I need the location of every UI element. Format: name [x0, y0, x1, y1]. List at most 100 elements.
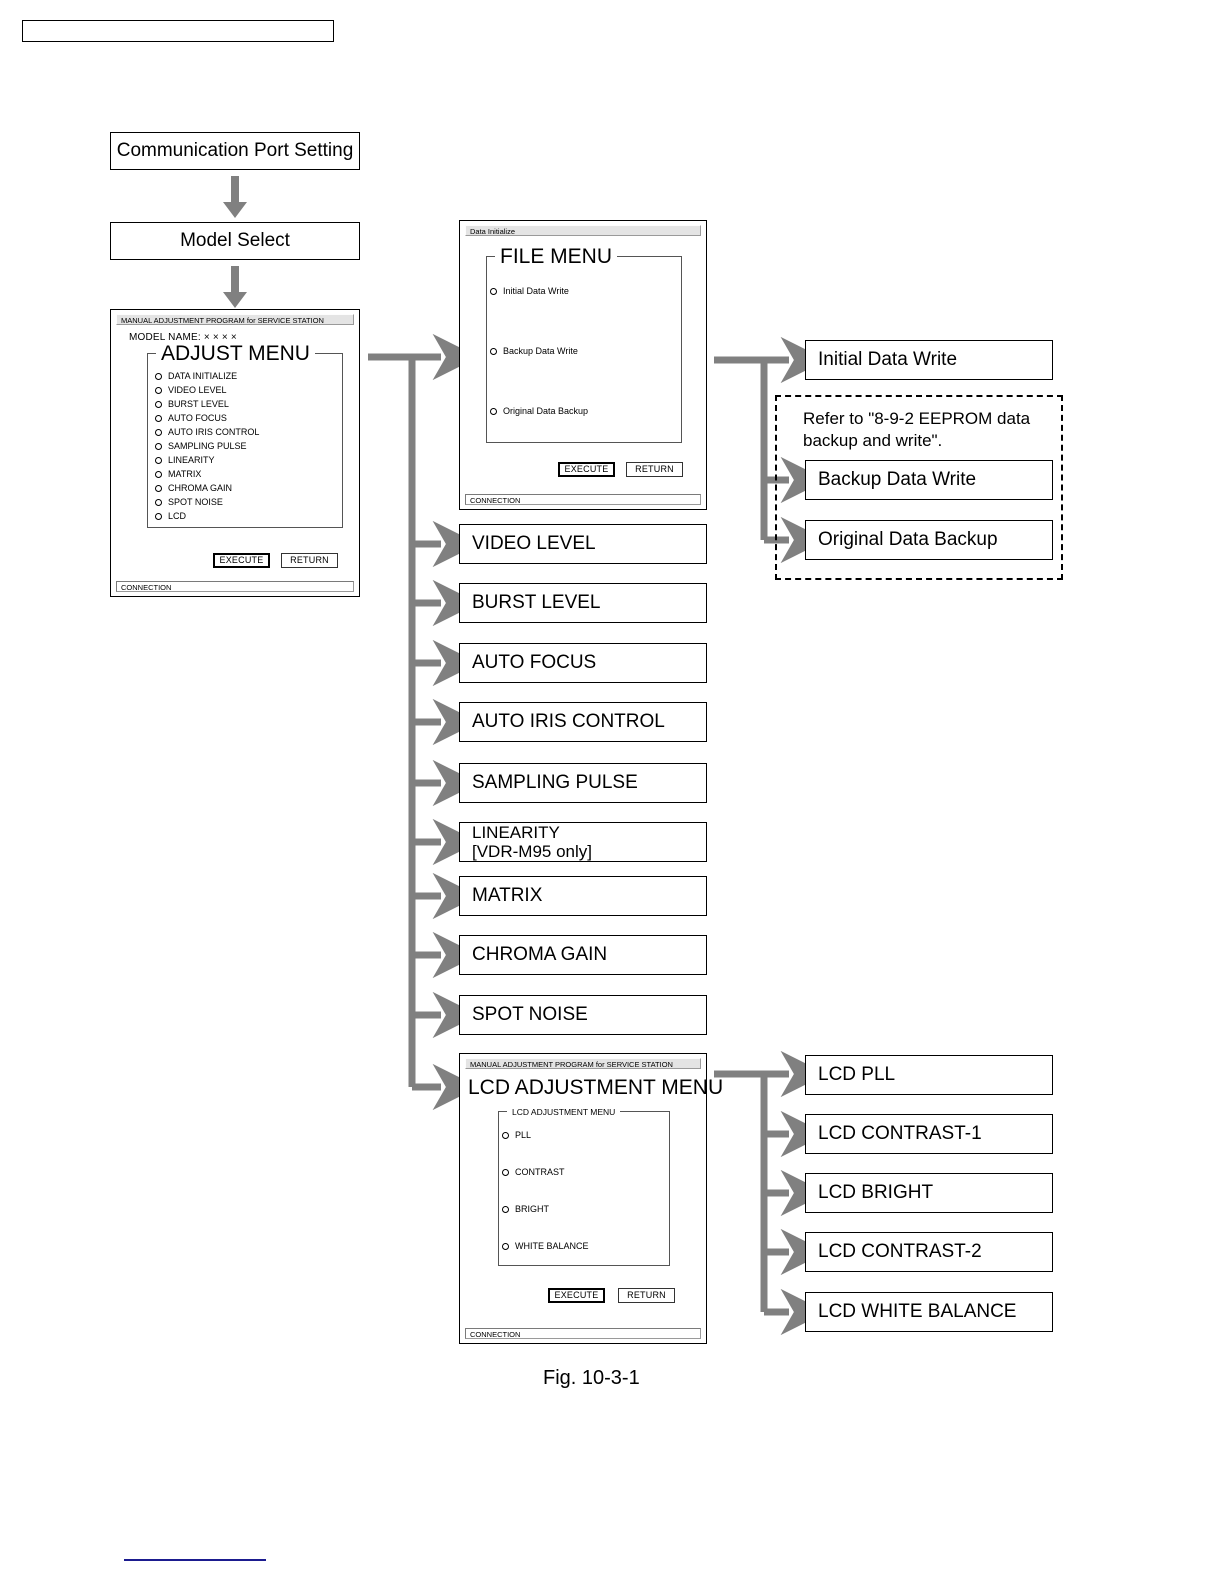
flow-label: Communication Port Setting: [116, 140, 354, 161]
radio-icon[interactable]: [490, 347, 497, 355]
file-menu-window: Data Initialize FILE MENU Initial Data W…: [459, 220, 707, 510]
radio-icon[interactable]: [155, 400, 162, 408]
menu-item-contrast[interactable]: CONTRAST: [502, 1167, 565, 1177]
menu-item-auto-iris-control[interactable]: AUTO IRIS CONTROL: [155, 427, 259, 437]
branch-lcd-white-balance[interactable]: LCD WHITE BALANCE: [805, 1292, 1053, 1332]
branch-original-data-backup[interactable]: Original Data Backup: [805, 520, 1053, 560]
branch-label: CHROMA GAIN: [472, 944, 608, 965]
menu-item-lcd[interactable]: LCD: [155, 511, 186, 521]
execute-button[interactable]: EXECUTE: [558, 462, 615, 477]
radio-icon[interactable]: [155, 498, 162, 506]
branch-auto-focus[interactable]: AUTO FOCUS: [459, 643, 707, 683]
menu-item-backup-data-write[interactable]: Backup Data Write: [490, 346, 578, 356]
menu-item-chroma-gain[interactable]: CHROMA GAIN: [155, 483, 232, 493]
menu-item-original-data-backup[interactable]: Original Data Backup: [490, 406, 588, 416]
flow-label: Model Select: [180, 230, 290, 251]
menu-item-label: SAMPLING PULSE: [168, 441, 247, 451]
model-name-label: MODEL NAME: × × × ×: [129, 332, 237, 343]
branch-lcd-bright[interactable]: LCD BRIGHT: [805, 1173, 1053, 1213]
branch-label: AUTO IRIS CONTROL: [472, 711, 665, 732]
radio-icon[interactable]: [155, 428, 162, 436]
window-status-bar: CONNECTION: [465, 494, 701, 505]
branch-label: Backup Data Write: [818, 469, 977, 490]
branch-label: BURST LEVEL: [472, 592, 601, 613]
menu-item-auto-focus[interactable]: AUTO FOCUS: [155, 413, 227, 423]
flow-model-select[interactable]: Model Select: [110, 222, 360, 260]
menu-item-label: LINEARITY: [168, 455, 215, 465]
menu-item-burst-level[interactable]: BURST LEVEL: [155, 399, 229, 409]
branch-label: SPOT NOISE: [472, 1004, 588, 1025]
branch-label: Original Data Backup: [818, 529, 998, 550]
branch-backup-data-write[interactable]: Backup Data Write: [805, 460, 1053, 500]
radio-icon[interactable]: [155, 372, 162, 380]
menu-item-white-balance[interactable]: WHITE BALANCE: [502, 1241, 589, 1251]
radio-icon[interactable]: [155, 456, 162, 464]
menu-item-label: LCD: [168, 511, 187, 521]
adjust-menu-groupbox: ADJUST MENU: [147, 343, 343, 528]
page-header-box: [22, 20, 334, 42]
menu-item-sampling-pulse[interactable]: SAMPLING PULSE: [155, 441, 247, 451]
menu-item-matrix[interactable]: MATRIX: [155, 469, 201, 479]
radio-icon[interactable]: [155, 414, 162, 422]
branch-label: LINEARITY [VDR-M95 only]: [472, 823, 592, 861]
menu-item-label: VIDEO LEVEL: [168, 385, 227, 395]
branch-chroma-gain[interactable]: CHROMA GAIN: [459, 935, 707, 975]
radio-icon[interactable]: [155, 512, 162, 520]
menu-item-label: MATRIX: [168, 469, 202, 479]
menu-item-label: CONTRAST: [515, 1167, 565, 1177]
branch-sampling-pulse[interactable]: SAMPLING PULSE: [459, 763, 707, 803]
branch-label: Initial Data Write: [818, 349, 958, 370]
menu-item-spot-noise[interactable]: SPOT NOISE: [155, 497, 223, 507]
branch-label: SAMPLING PULSE: [472, 772, 638, 793]
execute-button[interactable]: EXECUTE: [548, 1288, 605, 1303]
branch-lcd-contrast-1[interactable]: LCD CONTRAST-1: [805, 1114, 1053, 1154]
radio-icon[interactable]: [155, 470, 162, 478]
branch-label: MATRIX: [472, 885, 543, 906]
window-title-bar: MANUAL ADJUSTMENT PROGRAM for SERVICE ST…: [465, 1058, 701, 1069]
groupbox-legend: FILE MENU: [495, 246, 618, 268]
execute-button[interactable]: EXECUTE: [213, 553, 270, 568]
page-footer-rule: [124, 1559, 266, 1561]
radio-icon[interactable]: [502, 1205, 509, 1213]
branch-label: VIDEO LEVEL: [472, 533, 596, 554]
menu-item-label: Original Data Backup: [503, 406, 589, 416]
branch-burst-level[interactable]: BURST LEVEL: [459, 583, 707, 623]
menu-item-linearity[interactable]: LINEARITY: [155, 455, 215, 465]
menu-item-video-level[interactable]: VIDEO LEVEL: [155, 385, 227, 395]
figure-caption: Fig. 10-3-1: [543, 1367, 640, 1389]
radio-icon[interactable]: [490, 407, 497, 415]
branch-label: LCD CONTRAST-2: [818, 1241, 982, 1262]
branch-initial-data-write[interactable]: Initial Data Write: [805, 340, 1053, 380]
radio-icon[interactable]: [155, 442, 162, 450]
branch-label: LCD CONTRAST-1: [818, 1123, 982, 1144]
menu-item-bright[interactable]: BRIGHT: [502, 1204, 549, 1214]
window-title-bar: MANUAL ADJUSTMENT PROGRAM for SERVICE ST…: [116, 314, 354, 325]
branch-linearity[interactable]: LINEARITY [VDR-M95 only]: [459, 822, 707, 862]
radio-icon[interactable]: [502, 1131, 509, 1139]
branch-spot-noise[interactable]: SPOT NOISE: [459, 995, 707, 1035]
file-menu-groupbox: FILE MENU: [486, 246, 682, 443]
menu-item-pll[interactable]: PLL: [502, 1130, 531, 1140]
menu-item-label: Backup Data Write: [503, 346, 578, 356]
branch-lcd-pll[interactable]: LCD PLL: [805, 1055, 1053, 1095]
radio-icon[interactable]: [502, 1168, 509, 1176]
menu-item-label: Initial Data Write: [503, 286, 569, 296]
menu-item-initial-data-write[interactable]: Initial Data Write: [490, 286, 569, 296]
down-arrow-icon: [223, 266, 247, 308]
flow-communication-port-setting[interactable]: Communication Port Setting: [110, 132, 360, 170]
return-button[interactable]: RETURN: [626, 462, 683, 477]
return-button[interactable]: RETURN: [618, 1288, 675, 1303]
radio-icon[interactable]: [490, 287, 497, 295]
adjust-menu-window: MANUAL ADJUSTMENT PROGRAM for SERVICE ST…: [110, 309, 360, 597]
lcd-adjustment-window: MANUAL ADJUSTMENT PROGRAM for SERVICE ST…: [459, 1053, 723, 1344]
menu-item-data-initialize[interactable]: DATA INITIALIZE: [155, 371, 237, 381]
radio-icon[interactable]: [155, 484, 162, 492]
branch-video-level[interactable]: VIDEO LEVEL: [459, 524, 707, 564]
radio-icon[interactable]: [502, 1242, 509, 1250]
branch-matrix[interactable]: MATRIX: [459, 876, 707, 916]
radio-icon[interactable]: [155, 386, 162, 394]
return-button[interactable]: RETURN: [281, 553, 338, 568]
window-title-bar: Data Initialize: [465, 225, 701, 236]
branch-auto-iris-control[interactable]: AUTO IRIS CONTROL: [459, 702, 707, 742]
branch-lcd-contrast-2[interactable]: LCD CONTRAST-2: [805, 1232, 1053, 1272]
